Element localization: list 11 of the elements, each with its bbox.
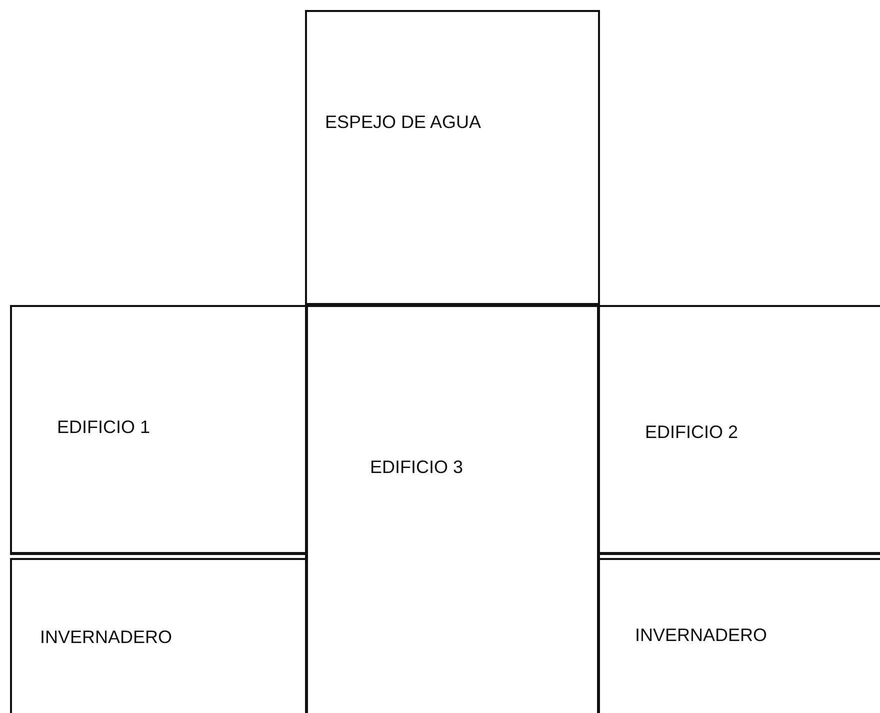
floor-plan-area <box>305 10 600 305</box>
floor-plan-area <box>600 305 880 555</box>
floor-plan-area <box>10 305 305 555</box>
area-label: EDIFICIO 1 <box>57 417 150 438</box>
area-label: INVERNADERO <box>635 625 768 646</box>
floor-plan-area <box>10 558 305 713</box>
area-label: INVERNADERO <box>40 627 172 648</box>
area-label: ESPEJO DE AGUA <box>325 112 482 133</box>
floor-plan-area <box>305 305 600 713</box>
area-label: EDIFICIO 3 <box>370 457 464 478</box>
area-label: EDIFICIO 2 <box>645 422 738 443</box>
